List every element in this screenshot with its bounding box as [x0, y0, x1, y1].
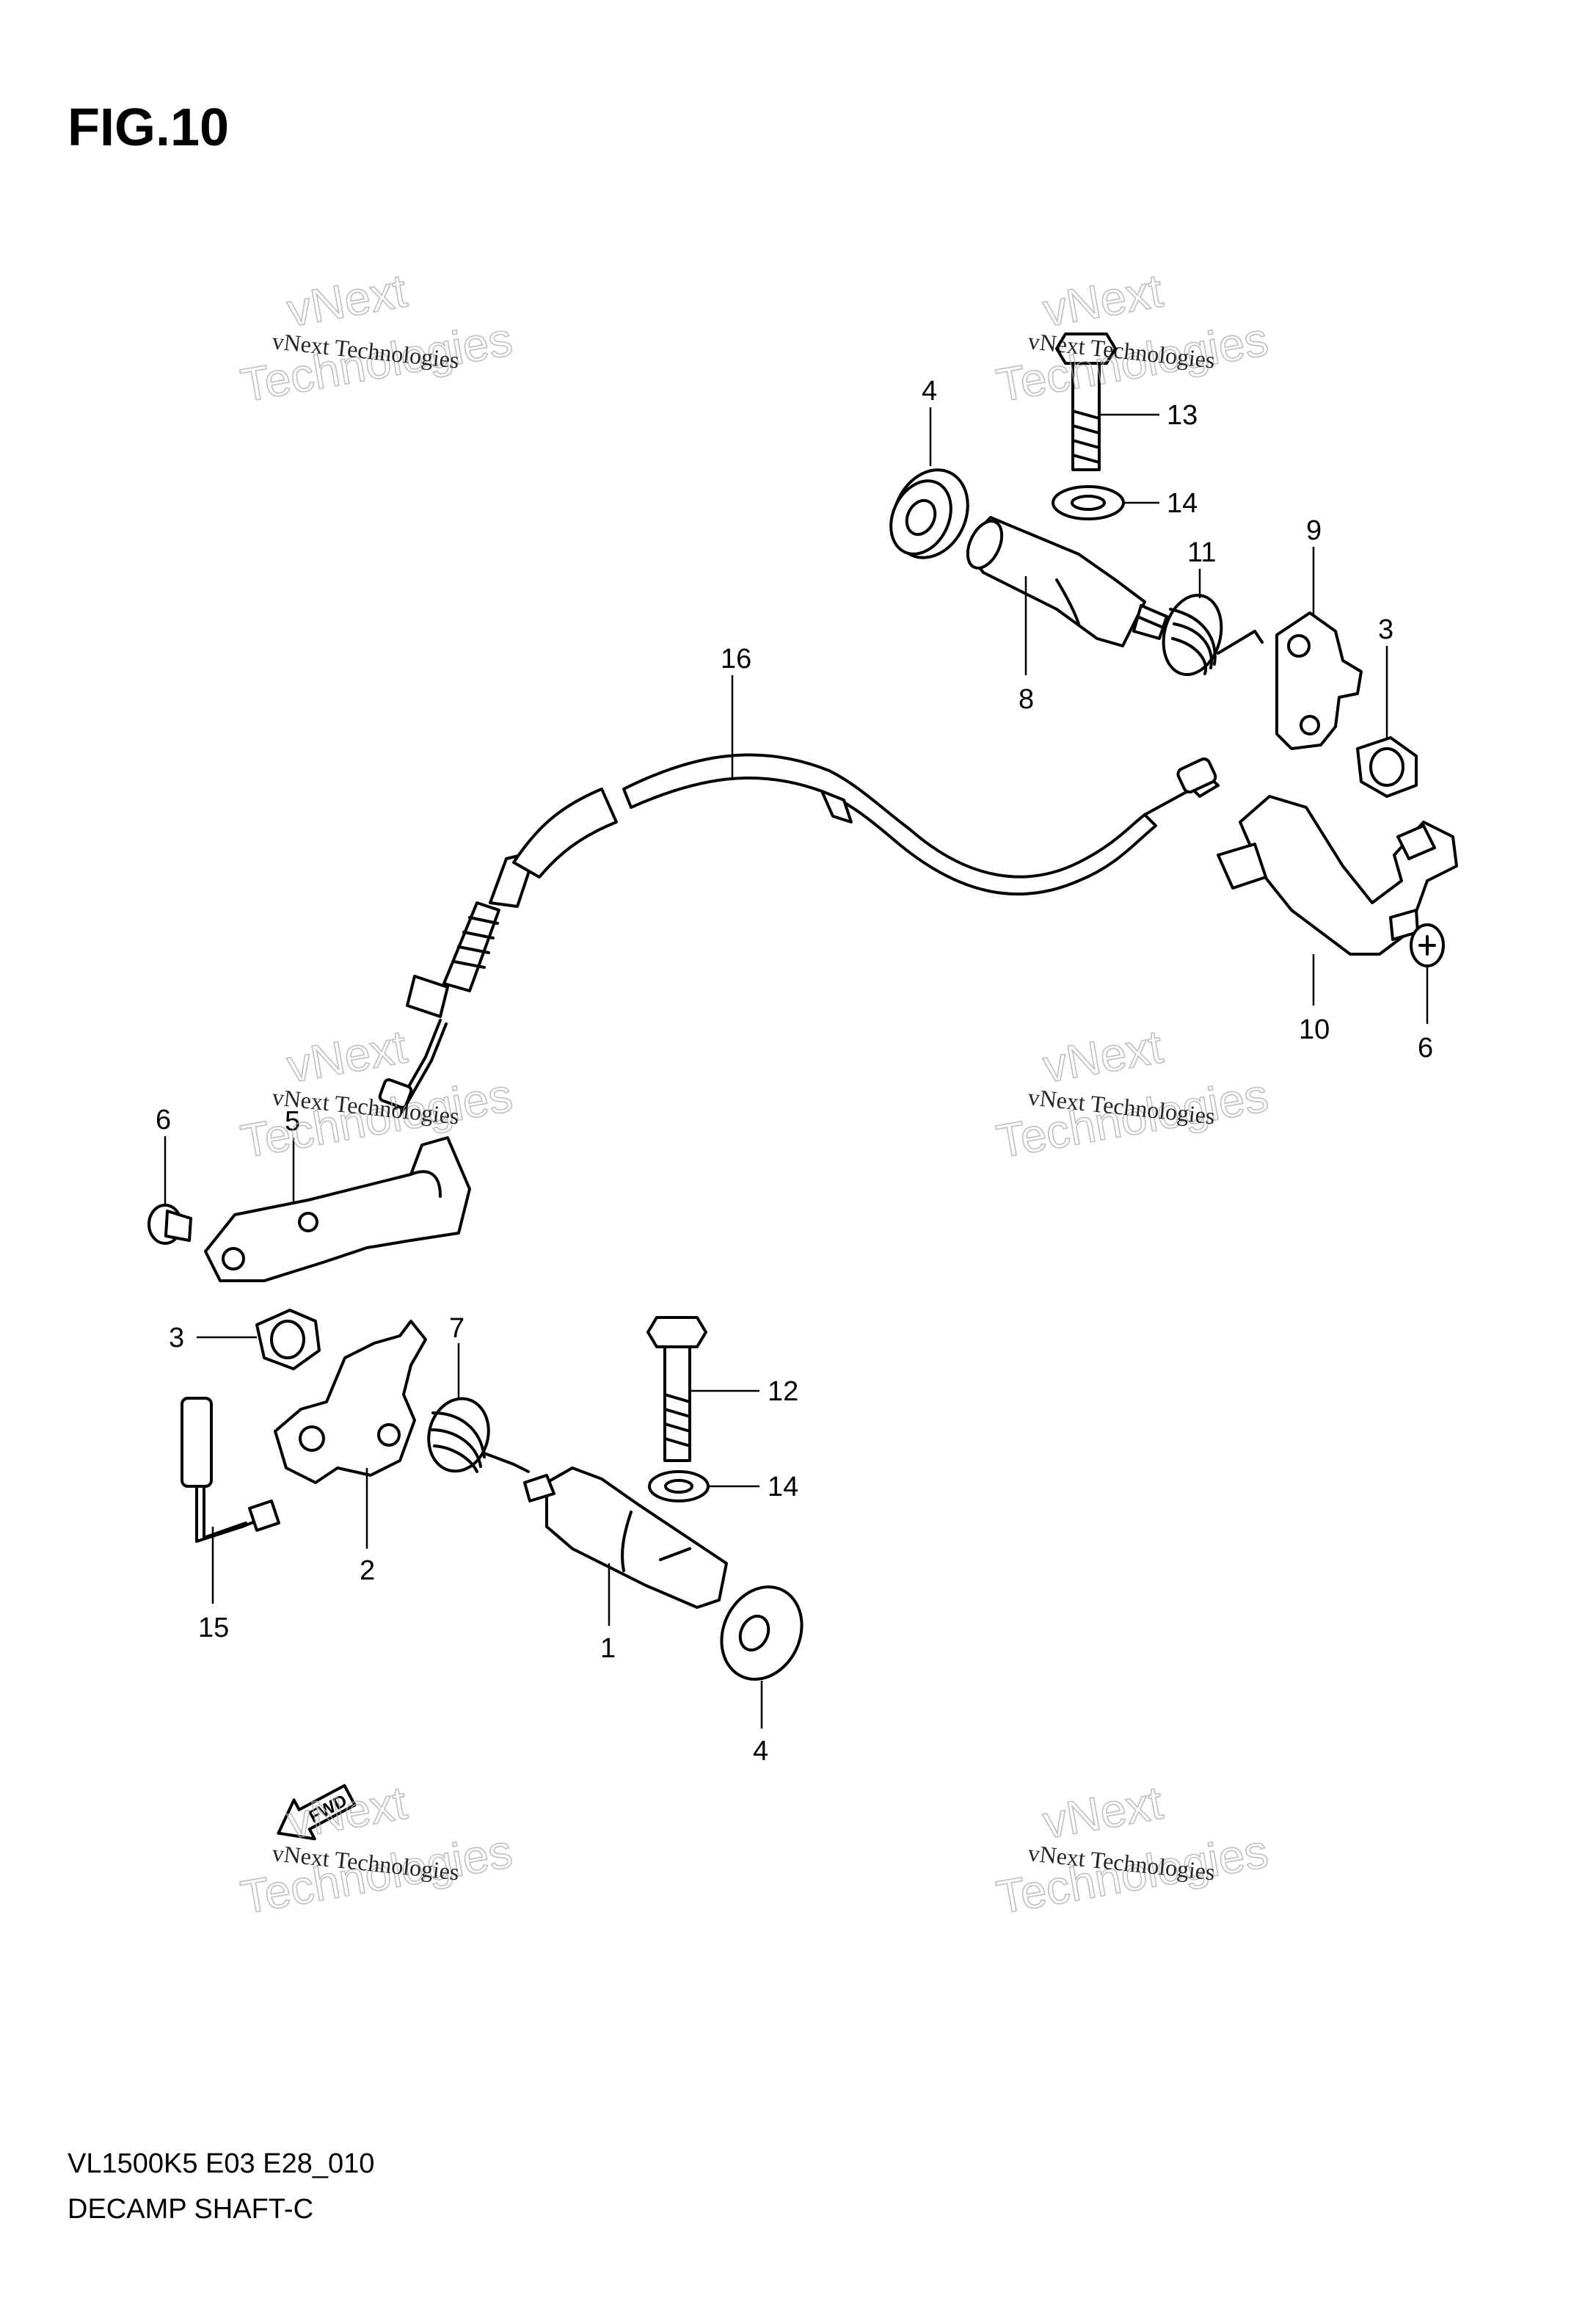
part-3-nut-lower — [255, 1309, 321, 1370]
watermark-vnext: vNext — [1039, 264, 1167, 337]
callout-11: 11 — [1187, 537, 1216, 568]
part-14-washer-lower — [648, 1470, 710, 1502]
callout-6-upper: 6 — [1418, 1033, 1433, 1064]
watermark-vnext: vNext — [283, 264, 411, 337]
part-14-washer-upper — [1052, 485, 1125, 520]
callout-14-lower: 14 — [768, 1472, 798, 1502]
callout-10: 10 — [1299, 1014, 1330, 1045]
callout-4-lower: 4 — [753, 1736, 768, 1767]
part-11-spring-upper — [1162, 593, 1264, 677]
watermark-1: vNext Technologies — [236, 263, 517, 412]
part-4-bearing-upper — [889, 468, 969, 559]
figure-name: DECAMP SHAFT-C — [68, 2194, 313, 2225]
watermark-4: vNext Technologies — [992, 1019, 1272, 1168]
watermark-vnext: vNext — [1039, 1776, 1167, 1849]
part-6-screw-lower — [147, 1204, 192, 1245]
callout-6-lower: 6 — [156, 1105, 171, 1135]
part-15-sensor — [181, 1397, 280, 1543]
watermark-5: vNext Technologies — [236, 1775, 517, 1924]
figure-code: VL1500K5 E03 E28_010 — [68, 2148, 374, 2179]
callout-7: 7 — [449, 1313, 464, 1344]
callout-16: 16 — [721, 644, 751, 675]
part-5-lever — [204, 1136, 471, 1282]
callout-14-upper: 14 — [1167, 488, 1198, 519]
callout-2: 2 — [360, 1555, 375, 1586]
callout-8: 8 — [1019, 684, 1034, 715]
watermark-vnext: vNext — [1039, 1020, 1167, 1093]
callout-12: 12 — [768, 1376, 798, 1407]
part-12-bolt — [646, 1316, 707, 1462]
part-3-nut-upper — [1356, 736, 1418, 798]
part-1-shaft-lower — [523, 1466, 728, 1609]
part-7-spring-lower — [427, 1397, 530, 1473]
callout-3-lower: 3 — [169, 1323, 184, 1353]
part-4-bearing-lower — [720, 1585, 804, 1681]
part-9-lever-upper — [1275, 611, 1363, 750]
callouts: 16 4 13 14 11 9 8 3 10 6 5 6 3 7 2 12 14… — [156, 376, 1433, 1767]
part-13-bolt — [1055, 332, 1117, 471]
callout-15: 15 — [198, 1613, 229, 1643]
watermark-3: vNext Technologies — [236, 1019, 517, 1168]
callout-4-upper: 4 — [922, 376, 937, 407]
watermark-2: vNext Technologies — [992, 263, 1272, 412]
callout-1: 1 — [600, 1633, 616, 1664]
leader-lines — [164, 407, 1429, 1728]
watermark-vnext: vNext — [283, 1776, 411, 1849]
figure-title: FIG.10 — [68, 98, 229, 157]
callout-9: 9 — [1306, 515, 1322, 546]
part-2-lever — [274, 1320, 427, 1484]
part-8-shaft-upper — [966, 516, 1168, 647]
part-6-screw-upper — [1389, 909, 1445, 967]
cable-assembly — [378, 753, 1220, 1113]
callout-5: 5 — [285, 1106, 300, 1137]
watermark-6: vNext Technologies — [992, 1775, 1272, 1924]
callout-13: 13 — [1167, 400, 1198, 431]
callout-3-upper: 3 — [1378, 614, 1393, 645]
